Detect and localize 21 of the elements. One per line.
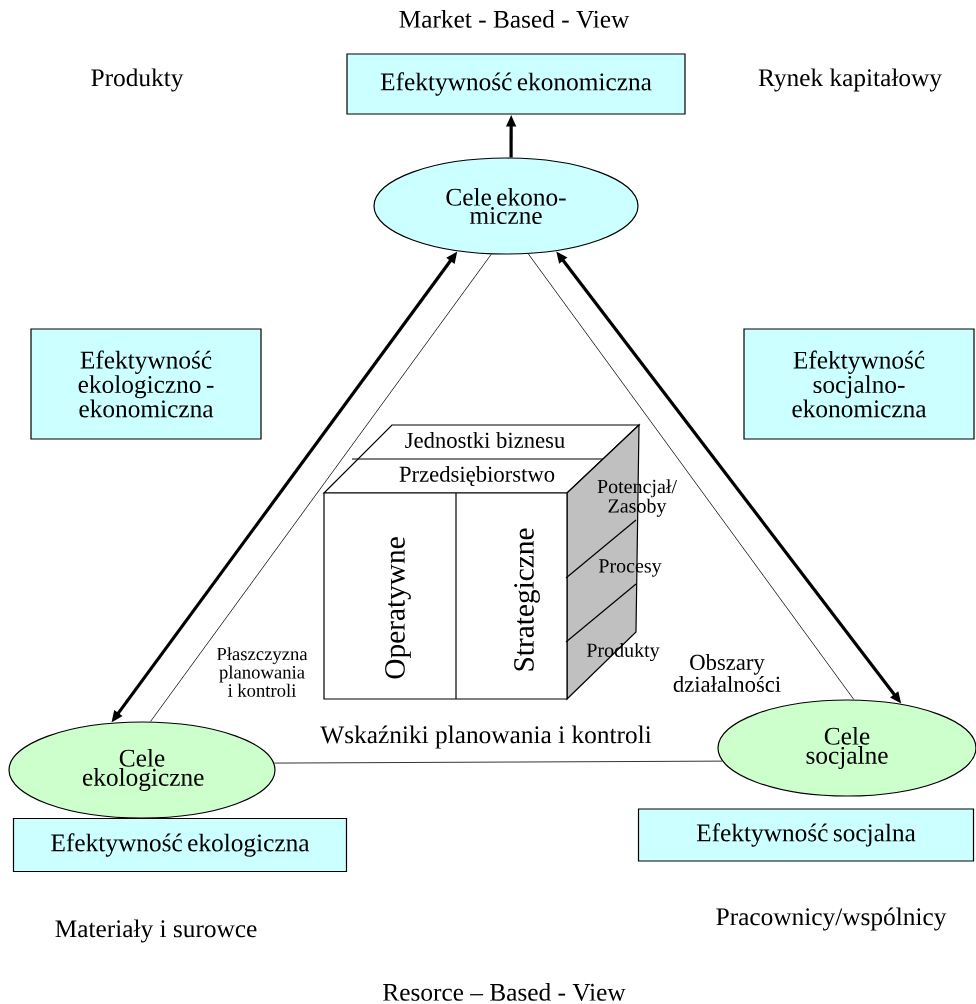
box: Efektywność ekologiczno - ekonomiczna (30, 328, 262, 440)
box: Efektywność socjalna (637, 808, 975, 862)
cube-label: Jednostki biznesu (405, 432, 565, 448)
cube-label: Przedsiębiorstwo (399, 465, 555, 487)
caption: Resorce – Based - View (383, 983, 626, 1001)
box: Efektywność ekologiczna (12, 817, 348, 873)
connector-line (150, 253, 492, 722)
cube-label: Operatywne (385, 537, 411, 679)
label-text: Materiały i surowce (55, 919, 257, 943)
title: Market - Based - View (399, 10, 630, 28)
box: Efektywność ekonomiczna (346, 53, 686, 115)
connector-line (273, 760, 723, 764)
label-text: Pracownicy/wspólnicy (716, 907, 947, 931)
label-text: Produkty (91, 68, 184, 92)
box: Efektywność socjalno- ekonomiczna (743, 328, 975, 440)
label-text: Płaszczyzna planowania i kontroli (216, 647, 308, 697)
cube-label: Strategiczne (514, 528, 540, 671)
edge-label: Wskaźniki planowania i kontroli (319, 724, 653, 750)
label-text: Rynek kapitałowy (758, 68, 942, 92)
label-text: Obszary działalności (673, 654, 781, 692)
connector-line (527, 253, 855, 700)
